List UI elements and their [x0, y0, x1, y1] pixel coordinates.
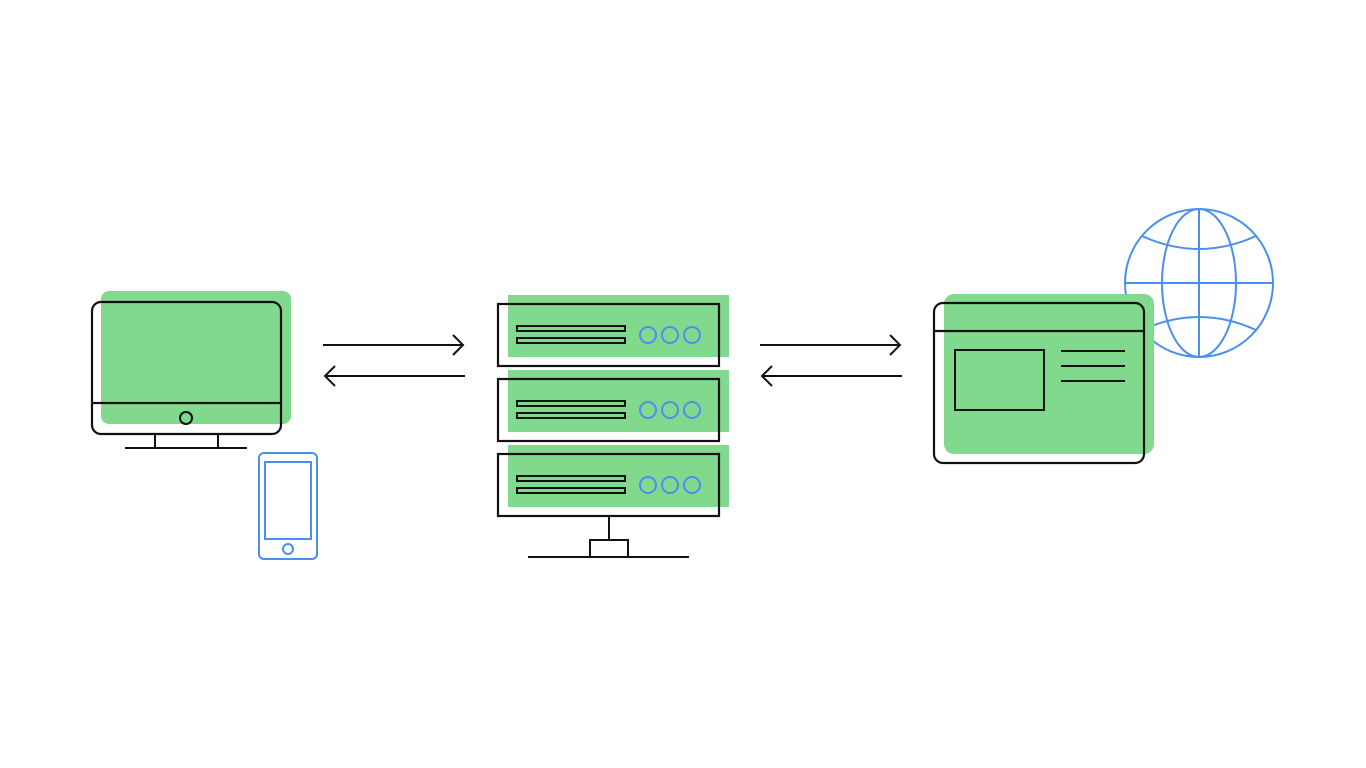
server-unit	[496, 445, 729, 518]
server-unit	[496, 295, 729, 368]
drive-slot	[516, 337, 626, 344]
arrows-client-server	[323, 334, 465, 387]
arrow-left-icon	[760, 365, 902, 387]
server-stand-block	[589, 539, 629, 558]
drive-slot	[516, 412, 626, 419]
client-group	[90, 291, 318, 560]
arrow-right-icon	[760, 334, 902, 356]
arrows-server-website	[760, 334, 902, 387]
drive-slot	[516, 487, 626, 494]
monitor-power-button	[179, 411, 193, 425]
indicator-light-icon	[639, 326, 657, 344]
server-unit	[496, 370, 729, 443]
indicator-light-icon	[639, 476, 657, 494]
indicator-light-icon	[661, 326, 679, 344]
indicator-light-icon	[683, 326, 701, 344]
server-rack-icon	[496, 295, 729, 558]
globe-latitude-south	[1141, 316, 1257, 331]
browser-frame	[932, 301, 1146, 465]
server-unit-frame	[496, 377, 721, 443]
monitor-screen-highlight	[101, 291, 291, 424]
indicator-light-icon	[683, 401, 701, 419]
globe-latitude-north	[1141, 235, 1257, 250]
indicator-light-icon	[639, 401, 657, 419]
browser-window-icon	[932, 294, 1154, 465]
browser-image-block	[954, 349, 1045, 411]
drive-slot	[516, 400, 626, 407]
arrow-right-icon	[323, 334, 465, 356]
smartphone-icon	[258, 452, 318, 560]
desktop-monitor-icon	[90, 291, 291, 449]
browser-highlight	[944, 294, 1154, 454]
indicator-light-icon	[661, 401, 679, 419]
phone-screen	[264, 461, 312, 540]
server-unit-frame	[496, 302, 721, 368]
drive-slot	[516, 325, 626, 332]
indicator-light-icon	[661, 476, 679, 494]
phone-home-button	[282, 543, 294, 555]
indicator-light-icon	[683, 476, 701, 494]
website-group	[932, 208, 1274, 465]
phone-body	[258, 452, 318, 560]
globe-icon	[1124, 208, 1274, 358]
monitor-stand-neck	[154, 433, 219, 449]
drive-slot	[516, 475, 626, 482]
arrow-left-icon	[323, 365, 465, 387]
